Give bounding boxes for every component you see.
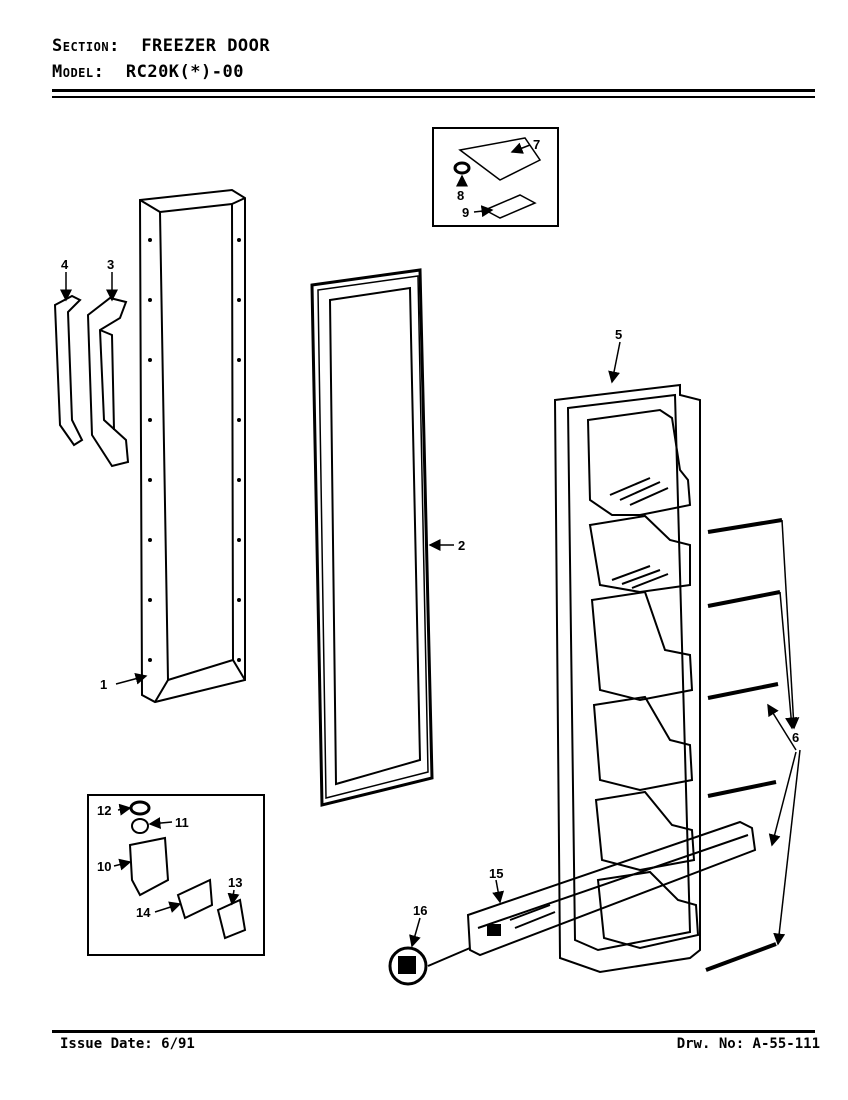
callout-10: 10 [97,859,111,874]
part-6-shelf-bars [705,518,783,972]
callout-14: 14 [136,905,151,920]
part-5-door-liner [553,383,701,974]
callout-15: 15 [489,866,503,881]
callout-3: 3 [107,257,114,272]
callout-9: 9 [462,205,469,220]
part-4-handle-trim [53,294,84,447]
callout-2: 2 [458,538,465,553]
model-heading: Model: RC20K(*)-00 [52,62,244,82]
callout-13: 13 [228,875,242,890]
callout-11: 11 [175,815,189,830]
callout-1: 1 [100,677,107,692]
drawing-number: Drw. No: A-55-111 [676,1036,820,1052]
model-value: RC20K(*)-00 [125,62,244,82]
callout-6: 6 [792,730,799,745]
callout-12: 12 [97,803,111,818]
issue-date: Issue Date: 6/91 [60,1036,195,1052]
inset-hinge-box [432,127,559,227]
callout-8: 8 [457,188,464,203]
footer-rule [52,1030,815,1033]
section-key: Section: [52,36,120,56]
part-2-gasket [310,268,434,807]
callout-5: 5 [615,327,622,342]
callout-16: 16 [413,903,427,918]
section-value: FREEZER DOOR [141,36,271,56]
header-rule-bottom [52,96,815,98]
section-heading: Section: FREEZER DOOR [52,36,270,56]
header-rule-top [52,89,815,92]
model-key: Model: [52,62,105,82]
part-1-door-panel [138,188,246,704]
part-3-handle [86,296,130,468]
part-15-rail [466,820,757,957]
callout-7: 7 [533,137,540,152]
callout-4: 4 [61,257,69,272]
part-16-clip [388,946,471,986]
